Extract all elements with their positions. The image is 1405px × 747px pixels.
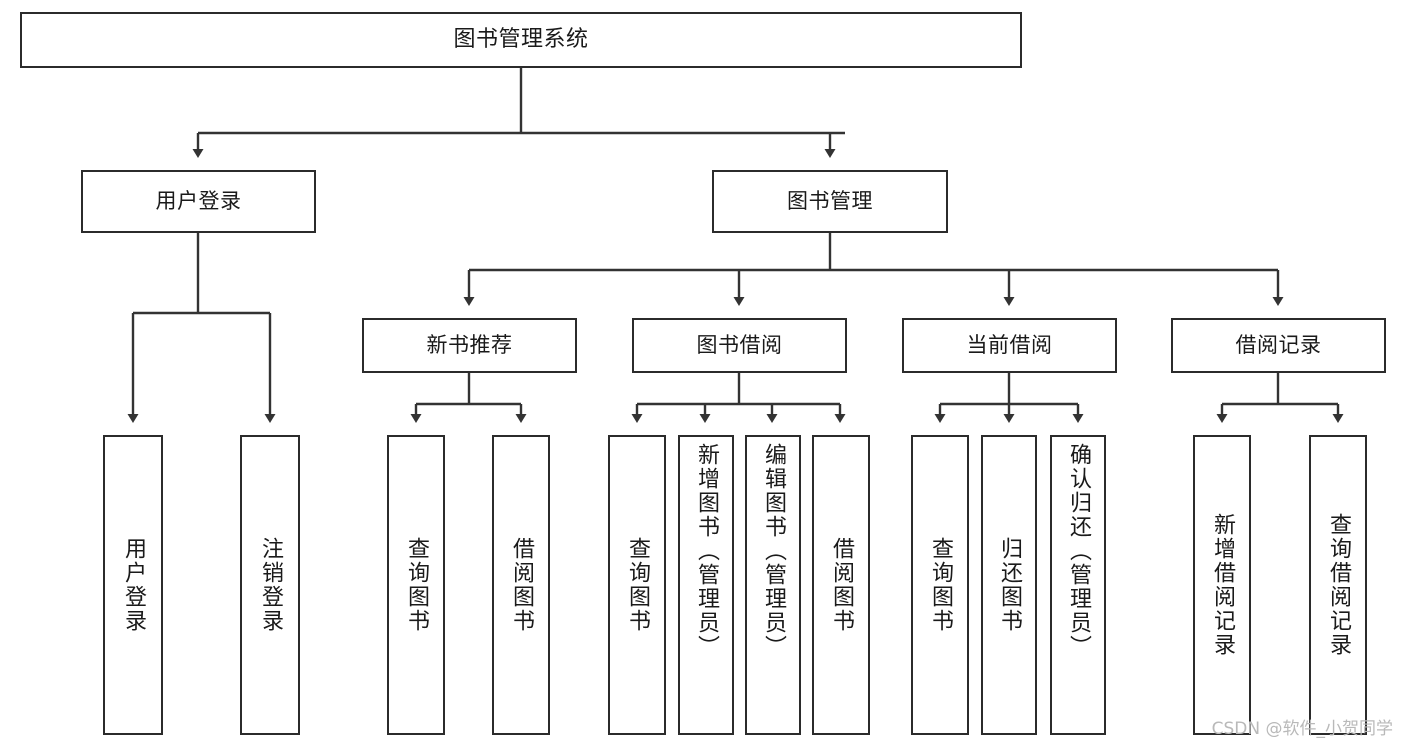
- leaf-bb-add-book-label: 新增图书（管理员）: [694, 443, 719, 659]
- node-current-borrow-label: 当前借阅: [966, 333, 1053, 358]
- leaf-logout[interactable]: 注销登录: [240, 435, 300, 735]
- leaf-logout-label: 注销登录: [258, 537, 283, 633]
- leaf-bb-query-book[interactable]: 查询图书: [608, 435, 666, 735]
- leaf-cb-query-book-label: 查询图书: [928, 537, 953, 633]
- leaf-bb-edit-book-label: 编辑图书（管理员）: [761, 443, 786, 659]
- leaf-nb-borrow-book-label: 借阅图书: [509, 537, 534, 633]
- node-new-book-recommend-label: 新书推荐: [426, 333, 513, 358]
- leaf-bb-add-book[interactable]: 新增图书（管理员）: [678, 435, 734, 735]
- leaf-br-query-record[interactable]: 查询借阅记录: [1309, 435, 1367, 735]
- node-current-borrow[interactable]: 当前借阅: [902, 318, 1117, 373]
- node-book-management[interactable]: 图书管理: [712, 170, 948, 233]
- leaf-cb-confirm-return-label: 确认归还（管理员）: [1066, 443, 1091, 659]
- leaf-cb-return-book[interactable]: 归还图书: [981, 435, 1037, 735]
- node-user-login[interactable]: 用户登录: [81, 170, 316, 233]
- node-borrow-record-label: 借阅记录: [1235, 333, 1322, 358]
- node-book-management-label: 图书管理: [787, 189, 873, 214]
- node-root[interactable]: 图书管理系统: [20, 12, 1022, 68]
- leaf-bb-borrow-book-label: 借阅图书: [829, 537, 854, 633]
- node-book-borrow[interactable]: 图书借阅: [632, 318, 847, 373]
- watermark: CSDN @软件_小贺同学: [1211, 719, 1393, 739]
- leaf-cb-confirm-return[interactable]: 确认归还（管理员）: [1050, 435, 1106, 735]
- node-user-login-label: 用户登录: [155, 189, 242, 214]
- node-book-borrow-label: 图书借阅: [696, 333, 783, 358]
- leaf-br-query-record-label: 查询借阅记录: [1326, 513, 1351, 657]
- node-borrow-record[interactable]: 借阅记录: [1171, 318, 1386, 373]
- leaf-cb-query-book[interactable]: 查询图书: [911, 435, 969, 735]
- leaf-bb-edit-book[interactable]: 编辑图书（管理员）: [745, 435, 801, 735]
- leaf-bb-borrow-book[interactable]: 借阅图书: [812, 435, 870, 735]
- leaf-br-add-record[interactable]: 新增借阅记录: [1193, 435, 1251, 735]
- leaf-user-login[interactable]: 用户登录: [103, 435, 163, 735]
- leaf-bb-query-book-label: 查询图书: [625, 537, 650, 633]
- leaf-cb-return-book-label: 归还图书: [997, 537, 1022, 633]
- leaf-nb-borrow-book[interactable]: 借阅图书: [492, 435, 550, 735]
- leaf-nb-query-book-label: 查询图书: [404, 537, 429, 633]
- node-new-book-recommend[interactable]: 新书推荐: [362, 318, 577, 373]
- leaf-br-add-record-label: 新增借阅记录: [1210, 513, 1235, 657]
- leaf-user-login-label: 用户登录: [121, 537, 146, 633]
- node-root-label: 图书管理系统: [453, 27, 589, 53]
- leaf-nb-query-book[interactable]: 查询图书: [387, 435, 445, 735]
